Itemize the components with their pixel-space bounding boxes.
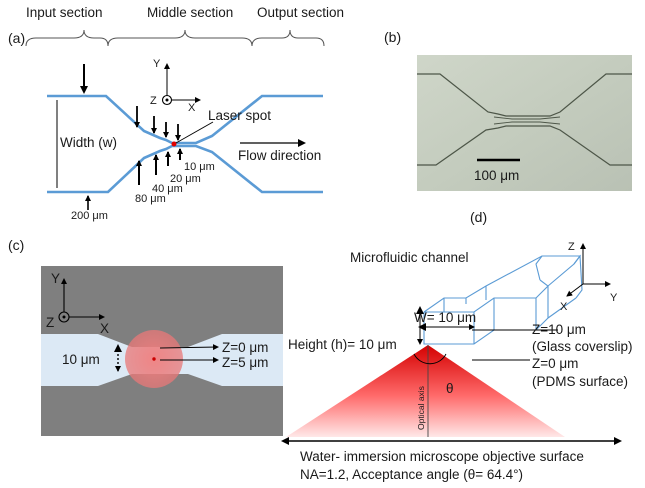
axis-c-z-dot — [62, 315, 66, 319]
d-title: Microfluidic channel — [350, 250, 469, 265]
axis-a-z-label: Z — [150, 95, 157, 107]
axis-d-x-label: X — [560, 301, 568, 313]
axis-d-y-label: Y — [610, 292, 618, 304]
laser-spot-dot — [171, 141, 177, 147]
panel-a-label: (a) — [8, 30, 25, 46]
scale-bar-label: 100 μm — [474, 168, 519, 183]
d-pdms-label: (PDMS surface) — [532, 374, 628, 389]
width-10-label: 10 μm — [184, 161, 215, 173]
axis-c-x-label: X — [100, 321, 109, 336]
width-label: Width (w) — [60, 135, 117, 150]
axis-d-x — [566, 283, 584, 297]
axis-a-z-dot — [165, 98, 169, 102]
axis-c-z-label: Z — [46, 315, 54, 330]
c-width-label: 10 μm — [62, 352, 100, 367]
laser-spot-c-center — [152, 357, 156, 361]
axis-d-z-label: Z — [568, 241, 575, 253]
panel-b-label: (b) — [384, 29, 401, 45]
panel-d-label: (d) — [470, 209, 487, 225]
c-z0-label: Z=0 μm — [222, 340, 268, 355]
axis-a-x-label: X — [188, 102, 196, 114]
c-z5-label: Z=5 μm — [222, 355, 268, 370]
middle-section-label: Middle section — [147, 5, 233, 20]
laser-spot-pointer — [175, 121, 214, 144]
d-height-label: Height (h)= 10 μm — [288, 337, 397, 352]
input-section-label: Input section — [26, 5, 103, 20]
theta-label: θ — [446, 381, 454, 396]
panel-c-label: (c) — [8, 237, 24, 253]
micrograph-channel — [417, 73, 632, 166]
d-z10-label: Z=10 μm — [532, 322, 586, 337]
c-z0-arrow — [159, 344, 219, 351]
axis-c-y-label: Y — [51, 271, 60, 286]
objective-cone — [286, 345, 565, 437]
na-label: NA=1.2, Acceptance angle (θ= 64.4°) — [300, 467, 523, 482]
width-200-label: 200 μm — [71, 210, 108, 222]
d-glass-label: (Glass coverslip) — [532, 339, 633, 354]
output-section-label: Output section — [257, 5, 344, 20]
width-80-label: 80 μm — [135, 193, 166, 205]
micrograph — [417, 55, 632, 191]
flow-direction-label: Flow direction — [238, 148, 321, 163]
d-w-label: W= 10 μm — [414, 310, 476, 325]
width-20-label: 20 μm — [170, 173, 201, 185]
theta-arc — [413, 353, 447, 365]
d-z0-label: Z=0 μm — [532, 356, 578, 371]
channel-outline — [47, 94, 323, 194]
objective-label: Water- immersion microscope objective su… — [300, 449, 584, 464]
laser-spot-label: Laser spot — [208, 108, 271, 123]
axis-a-y-label: Y — [153, 58, 161, 70]
width-40-label: 40 μm — [152, 183, 183, 195]
section-braces — [25, 29, 325, 47]
optical-axis-label: Optical axis — [416, 386, 426, 430]
